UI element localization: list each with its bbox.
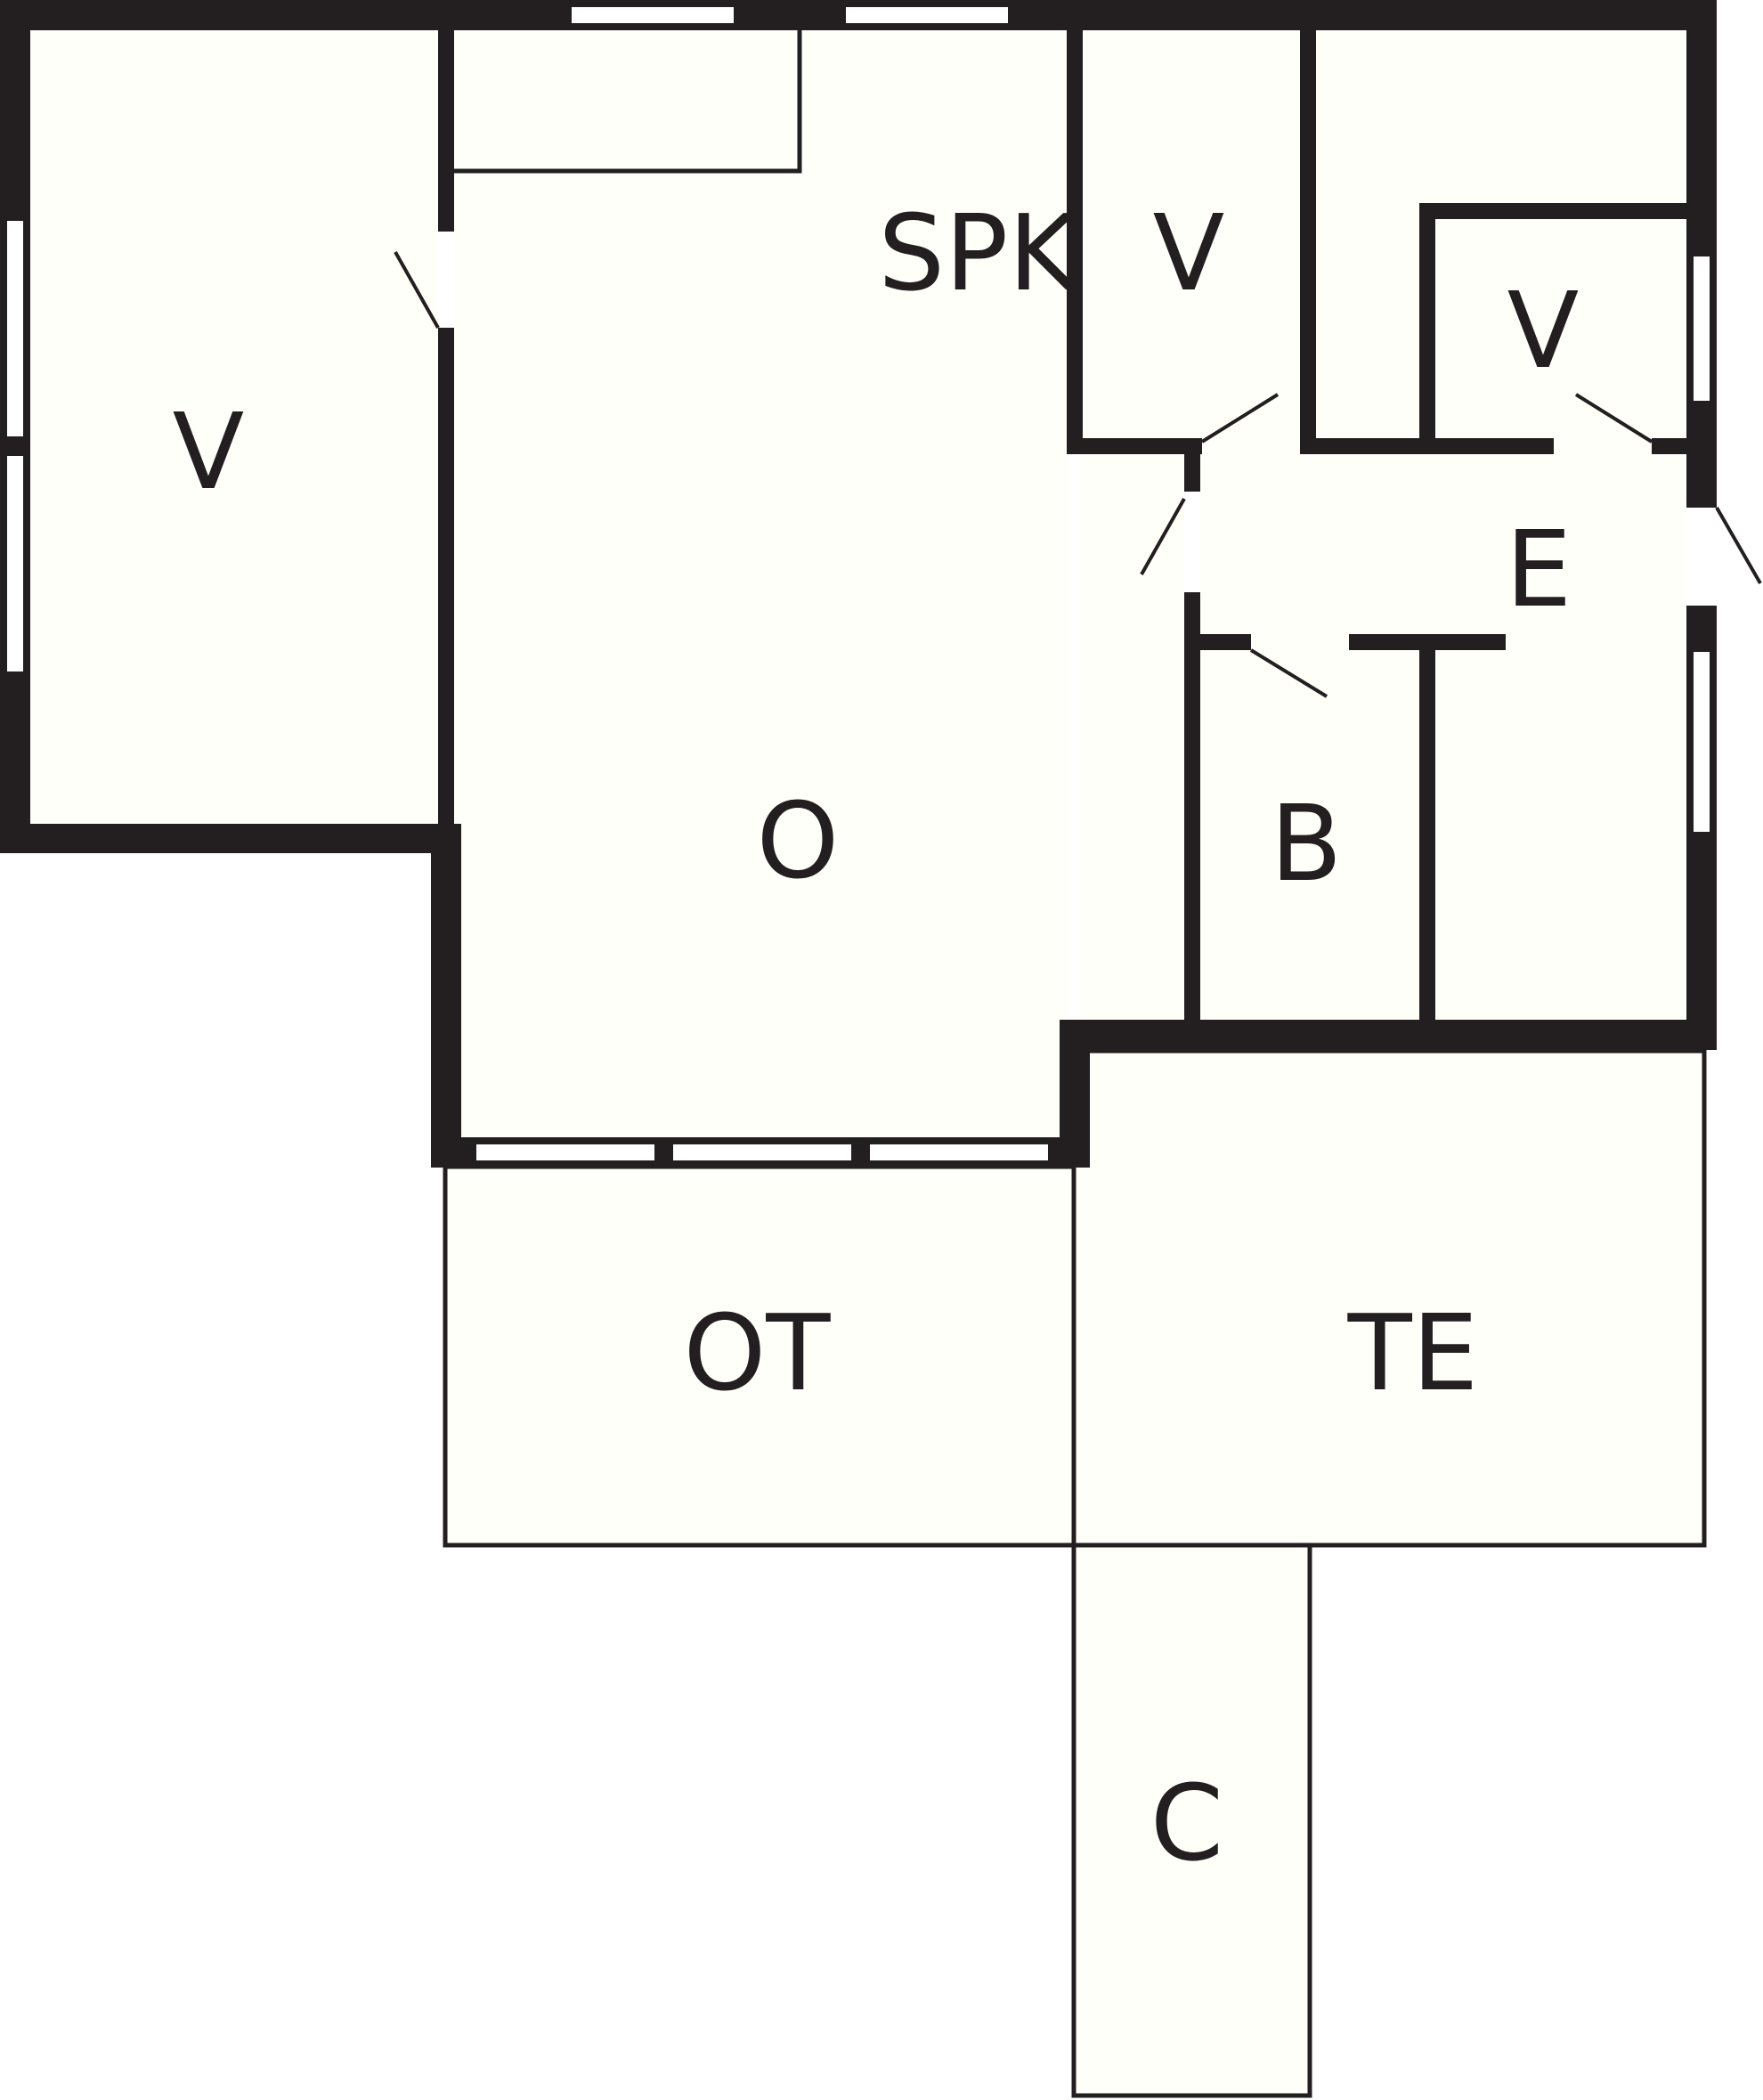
room-label-storage: C: [1150, 1762, 1223, 1884]
room-label-living: O: [757, 779, 840, 902]
room-fills: [28, 28, 1704, 2096]
room-label-hall: E: [1506, 508, 1572, 631]
doors: [394, 232, 1762, 698]
room-label-bathroom: B: [1271, 782, 1343, 905]
windows: [7, 7, 1710, 1160]
room-label-bedroom-ne: V: [1507, 269, 1580, 392]
thin-outlines: [443, 28, 1707, 2098]
room-label-terrace: TE: [1347, 1291, 1479, 1414]
room-label-bedroom-west: V: [173, 390, 245, 513]
room-label-kitchen: SPK: [878, 191, 1079, 314]
room-labels: V SPK V V E O B OT TE C: [173, 191, 1580, 1884]
room-label-bedroom-north: V: [1153, 191, 1225, 314]
room-label-balcony: OT: [684, 1291, 832, 1414]
